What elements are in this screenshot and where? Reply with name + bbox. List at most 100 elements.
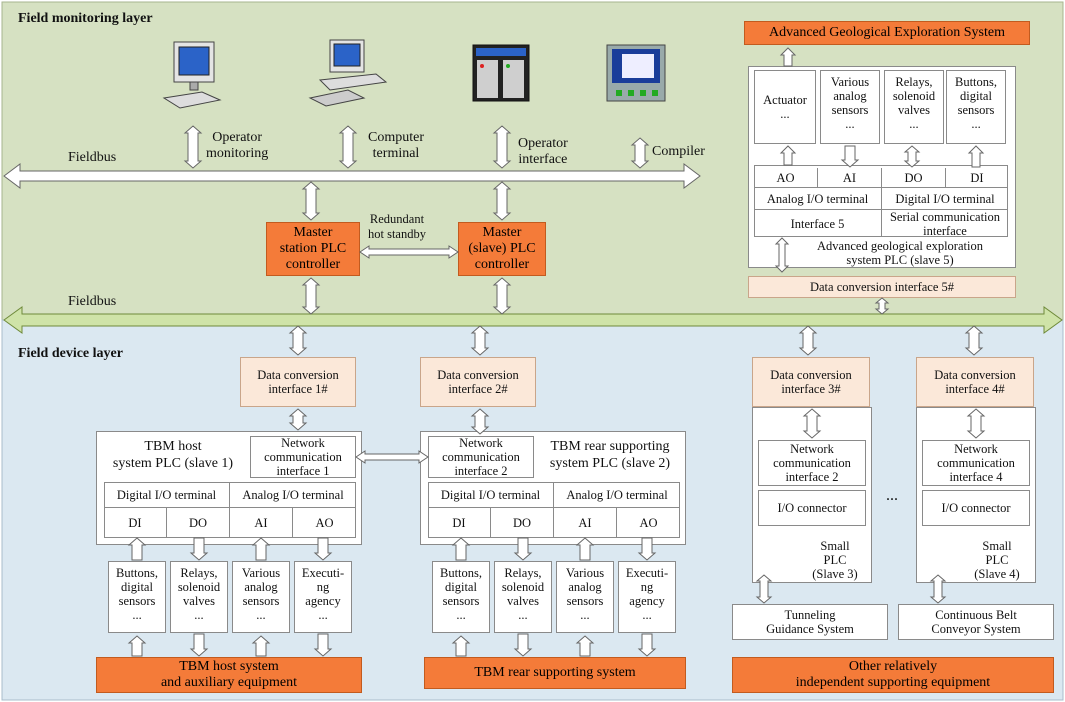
signal-link-7 bbox=[637, 537, 657, 561]
conv3-link bbox=[798, 325, 818, 356]
rear-device-analog: Various analog sensors ... bbox=[556, 561, 614, 633]
geo-device-buttons: Buttons, digital sensors ... bbox=[946, 70, 1006, 144]
operator-workstation-icon bbox=[162, 41, 222, 109]
master-station-up-link bbox=[301, 181, 321, 221]
workstation-label-operator-monitoring: Operator monitoring bbox=[206, 130, 269, 161]
geo-system-title: Advanced Geological Exploration System bbox=[744, 21, 1030, 45]
master-slave-up-link bbox=[492, 181, 512, 221]
geo-analog-terminal: Analog I/O terminal bbox=[754, 188, 882, 210]
geo-device-actuator: Actuator ... bbox=[754, 70, 816, 144]
signal-link-6 bbox=[575, 537, 595, 561]
fieldbus-label-lower: Fieldbus bbox=[68, 294, 117, 309]
workstation-label-computer-terminal: Computer terminal bbox=[368, 130, 424, 161]
monitoring-layer-title: Field monitoring layer bbox=[18, 11, 153, 26]
geo-device-analog-sensors: Various analog sensors ... bbox=[820, 70, 880, 144]
master-station-down-link bbox=[301, 277, 321, 315]
fieldbus-upper-arrow bbox=[3, 163, 701, 189]
geo-di-link bbox=[967, 145, 985, 168]
device-link-1 bbox=[189, 633, 209, 657]
compiler-screen-icon bbox=[606, 44, 666, 102]
host-device-executing: Executi- ng agency ... bbox=[294, 561, 352, 633]
data-conversion-interface-3: Data conversion interface 3# bbox=[752, 357, 870, 407]
host-device-buttons: Buttons, digital sensors ... bbox=[108, 561, 166, 633]
conv1-link bbox=[288, 325, 308, 356]
conv4-link bbox=[964, 325, 984, 356]
small-plc-4-network: Network communication interface 4 bbox=[922, 440, 1030, 486]
workstation-link-4 bbox=[630, 137, 650, 169]
redundant-hot-standby-label: Redundant hot standby bbox=[368, 212, 426, 241]
host-signal-ao: AO bbox=[315, 516, 334, 530]
workstation-label-compiler: Compiler bbox=[652, 144, 705, 159]
geo-signal-ao: AO bbox=[754, 168, 818, 188]
ellipsis-between-slaves: ... bbox=[886, 487, 898, 504]
small-plc-4-label: Small PLC (Slave 4) bbox=[974, 539, 1020, 581]
geo-signal-do: DO bbox=[882, 168, 946, 188]
host-device-analog: Various analog sensors ... bbox=[232, 561, 290, 633]
geo-serial-interface: Serial communication interface bbox=[889, 209, 1001, 238]
rear-device-buttons: Buttons, digital sensors ... bbox=[432, 561, 490, 633]
device-link-6 bbox=[575, 635, 595, 657]
rear-signal-ai: AI bbox=[554, 508, 617, 538]
signal-link-4 bbox=[451, 537, 471, 561]
small3-system-link bbox=[755, 574, 773, 604]
geo-digital-terminal: Digital I/O terminal bbox=[882, 188, 1008, 210]
signal-link-1 bbox=[189, 537, 209, 561]
rear-io-panel bbox=[428, 482, 680, 538]
conv1-plc-link bbox=[288, 408, 308, 431]
host-device-relays: Relays, solenoid valves ... bbox=[170, 561, 228, 633]
rear-signal-di: DI bbox=[428, 508, 491, 538]
operator-interface-panel-icon bbox=[472, 44, 530, 102]
master-station-plc: Master station PLC controller bbox=[266, 222, 360, 276]
master-slave-down-link bbox=[492, 277, 512, 315]
master-slave-plc: Master (slave) PLC controller bbox=[458, 222, 546, 276]
rear-device-executing: Executi- ng agency ... bbox=[618, 561, 676, 633]
device-link-5 bbox=[513, 633, 533, 657]
small-plc-3-network: Network communication interface 2 bbox=[758, 440, 866, 486]
small-plc-3-label: Small PLC (Slave 3) bbox=[812, 539, 858, 581]
host-plc-label: TBM host system PLC (slave 1) bbox=[112, 439, 234, 471]
signal-link-5 bbox=[513, 537, 533, 561]
continuous-belt-conveyor-system: Continuous Belt Conveyor System bbox=[898, 604, 1054, 640]
geo-bottom-link bbox=[774, 237, 790, 273]
geo-signal-di: DI bbox=[946, 168, 1008, 188]
rear-network-interface: Network communication interface 2 bbox=[428, 436, 534, 478]
signal-link-3 bbox=[313, 537, 333, 561]
host-rear-link bbox=[355, 450, 429, 464]
rear-digital-terminal: Digital I/O terminal bbox=[428, 482, 554, 508]
workstation-label-operator-interface: Operator interface bbox=[518, 136, 568, 167]
workstation-link-1 bbox=[183, 125, 203, 169]
signal-link-0 bbox=[127, 537, 147, 561]
rear-signal-ao: AO bbox=[639, 516, 658, 530]
workstation-link-3 bbox=[492, 125, 512, 169]
small4-system-link bbox=[929, 574, 947, 604]
redundant-link bbox=[359, 245, 459, 259]
geo-do-link bbox=[903, 145, 921, 168]
geo-up-actuator bbox=[779, 145, 797, 166]
device-link-4 bbox=[451, 635, 471, 657]
device-link-3 bbox=[313, 633, 333, 657]
host-analog-terminal: Analog I/O terminal bbox=[230, 482, 356, 508]
host-io-panel bbox=[104, 482, 356, 538]
rear-device-relays: Relays, solenoid valves ... bbox=[494, 561, 552, 633]
device-link-7 bbox=[637, 633, 657, 657]
small-plc-3-io-connector: I/O connector bbox=[758, 490, 866, 526]
data-conversion-interface-4: Data conversion interface 4# bbox=[916, 357, 1034, 407]
conv2-plc-link bbox=[470, 408, 490, 435]
rear-system-equipment: TBM rear supporting system bbox=[424, 657, 686, 689]
fieldbus-lower-arrow bbox=[3, 306, 1063, 334]
geo-plc-label: Advanced geological exploration system P… bbox=[817, 239, 983, 267]
geo-up-link bbox=[779, 47, 797, 67]
rear-plc-label: TBM rear supporting system PLC (slave 2) bbox=[549, 439, 671, 471]
rear-signal-do: DO bbox=[491, 508, 554, 538]
device-link-0 bbox=[127, 635, 147, 657]
signal-link-2 bbox=[251, 537, 271, 561]
data-conversion-interface-2: Data conversion interface 2# bbox=[420, 357, 536, 407]
tunneling-guidance-system: Tunneling Guidance System bbox=[732, 604, 888, 640]
geo-interface-5: Interface 5 bbox=[754, 210, 882, 237]
geo-conv-link bbox=[874, 297, 890, 315]
host-signal-di: DI bbox=[104, 508, 167, 538]
device-link-2 bbox=[251, 635, 271, 657]
data-conversion-interface-1: Data conversion interface 1# bbox=[240, 357, 356, 407]
